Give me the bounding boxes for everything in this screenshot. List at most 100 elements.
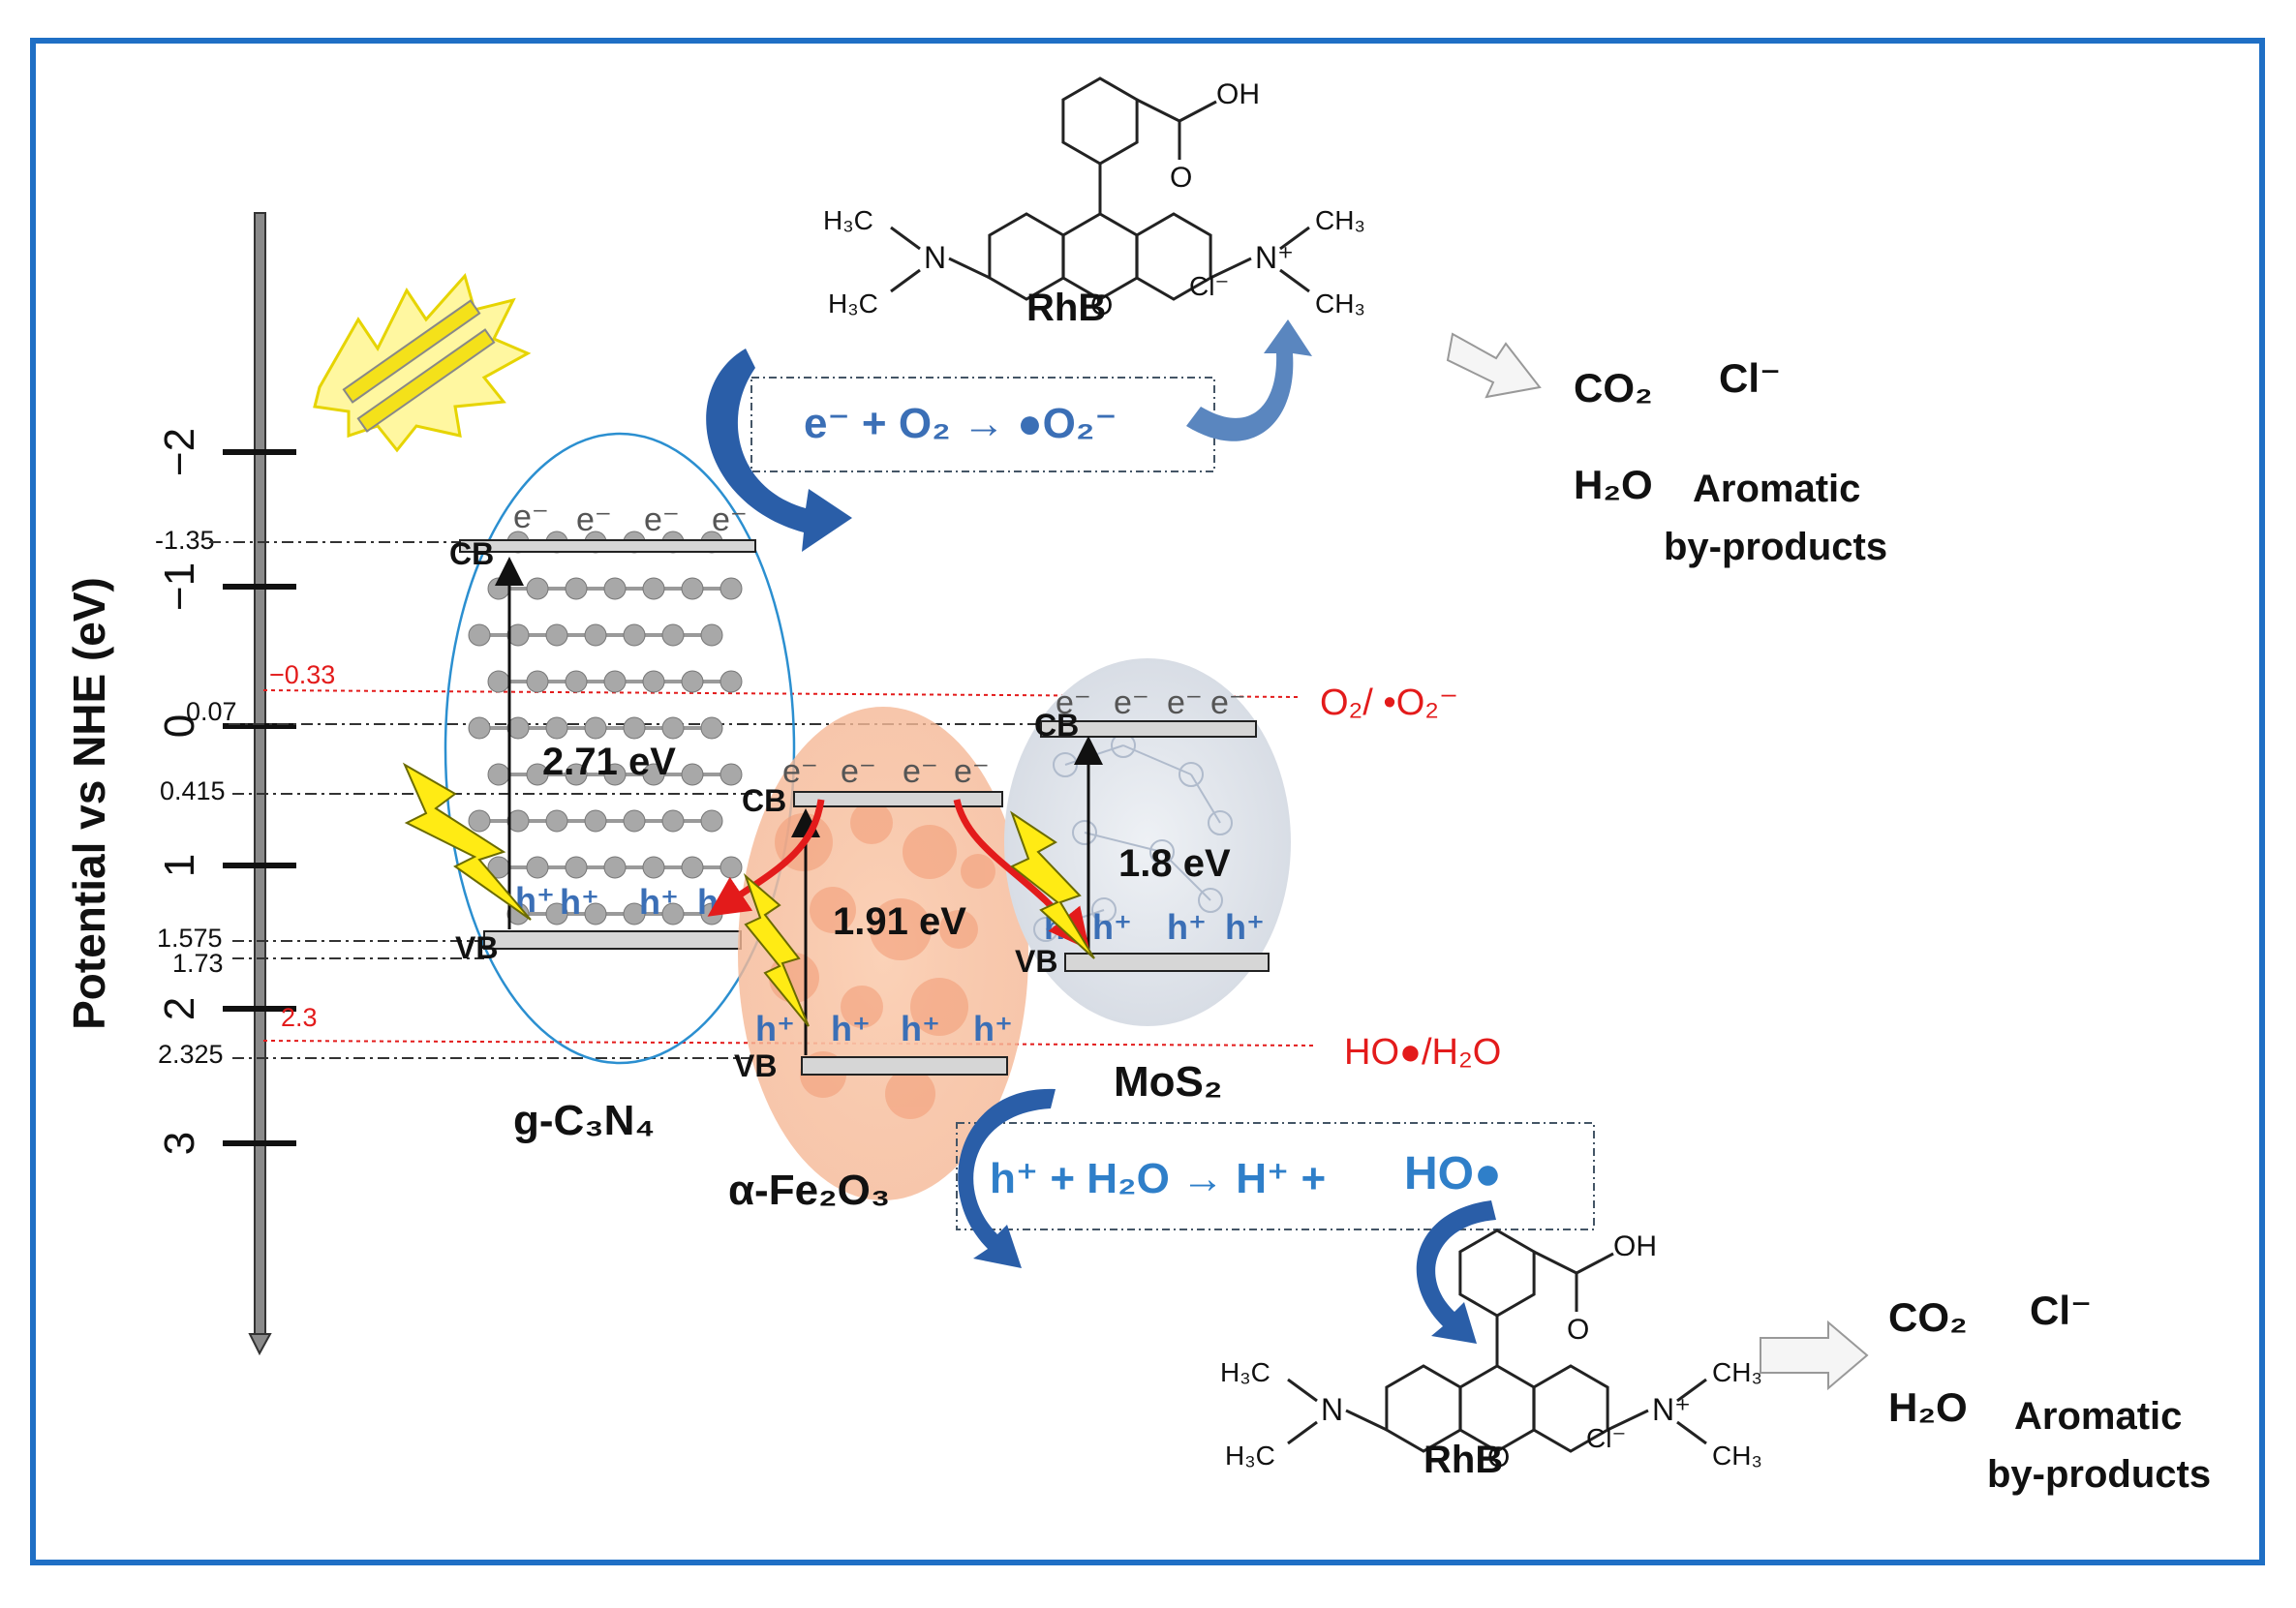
svg-text:e⁻: e⁻: [576, 501, 612, 538]
lightning-icon: [402, 762, 532, 921]
tick-label-0: 0: [156, 714, 203, 738]
redox-o2-label: O₂/ •O₂⁻: [1320, 683, 1458, 723]
svg-text:e⁻: e⁻: [1167, 684, 1203, 721]
svg-text:h⁺: h⁺: [639, 882, 679, 922]
molecule-h3c-label: H₃C: [828, 288, 878, 319]
lattice-atom: [661, 716, 685, 740]
outer-frame: [30, 38, 2265, 1565]
axis-title: Potential vs NHE (eV): [64, 577, 114, 1030]
mos2-name-label: MoS₂: [1114, 1058, 1222, 1106]
lattice-atom: [642, 856, 665, 879]
mos2-vb-bar: [1064, 953, 1270, 972]
value-0-07: 0.07: [186, 697, 237, 726]
gcn-electrons: e⁻ e⁻ e⁻ e⁻: [513, 499, 748, 538]
lattice-atom: [623, 623, 646, 647]
lattice-atom: [603, 577, 627, 600]
mos2-cb-label: CB: [1034, 708, 1079, 743]
lattice-atom: [681, 763, 704, 786]
lattice-atom: [526, 763, 549, 786]
svg-text:h⁺: h⁺: [1225, 907, 1265, 947]
fe2o3-holes: h⁺ h⁺ h⁺ h⁺: [755, 1009, 1013, 1048]
lattice-atom: [545, 902, 568, 925]
lattice-atom: [642, 670, 665, 693]
svg-text:e⁻: e⁻: [1210, 684, 1246, 721]
lattice-atom: [468, 809, 491, 833]
svg-text:h⁺: h⁺: [1092, 907, 1132, 947]
lattice-atom: [506, 623, 530, 647]
fe2o3-vb-bar: [801, 1056, 1008, 1076]
lattice-atom: [565, 763, 588, 786]
svg-text:h⁺: h⁺: [1167, 907, 1207, 947]
lattice-atom: [565, 577, 588, 600]
svg-text:e⁻: e⁻: [644, 501, 680, 538]
molecule-name-label: RhB: [1026, 287, 1106, 329]
molecule-h3c-label: H₃C: [1225, 1441, 1275, 1471]
svg-text:h⁺: h⁺: [901, 1009, 940, 1048]
gcn-ellipse: [444, 432, 796, 1065]
axis-minor-labels: -1.35 0.07 0.415 1.575 1.73 2.325 −0.33 …: [155, 526, 335, 1069]
arrow-hydroxyl-to-rhb: [1416, 1200, 1496, 1344]
axis-arrow-icon: [248, 1333, 272, 1356]
svg-text:e⁻: e⁻: [782, 753, 818, 790]
tick-label-minus1: −1: [156, 562, 203, 611]
svg-text:e⁻: e⁻: [712, 501, 748, 538]
fe2o3-cb-bar: [793, 791, 1003, 807]
axis-major-ticks: [223, 449, 296, 1146]
value-minus-0-33: −0.33: [269, 660, 335, 689]
lattice-atom: [623, 902, 646, 925]
molecule-name-label: RhB: [1424, 1439, 1503, 1481]
fe2o3-to-gcn-arrow: [707, 799, 825, 917]
lattice-atom: [526, 670, 549, 693]
gcn-gap-label: 2.71 eV: [542, 741, 676, 783]
value-2-325: 2.325: [158, 1040, 224, 1069]
svg-text:h⁺: h⁺: [560, 882, 599, 922]
value-1-575: 1.575: [157, 924, 223, 953]
lattice-atom: [545, 716, 568, 740]
tick-label-minus2: −2: [156, 428, 203, 476]
svg-text:e⁻: e⁻: [954, 753, 990, 790]
molecule-n-label: N: [1321, 1392, 1343, 1427]
lattice-atom: [584, 809, 607, 833]
lattice-atom: [700, 809, 723, 833]
lattice-atom: [700, 623, 723, 647]
mos2-cb-bar: [1040, 720, 1257, 738]
value-0-415: 0.415: [160, 776, 226, 805]
molecule-ch3-label: CH₃: [1315, 288, 1365, 319]
axis-bar: [254, 212, 266, 1337]
fe2o3-vb-label: VB: [734, 1048, 777, 1083]
gcn-cb-bar: [459, 539, 756, 553]
svg-text:e⁻: e⁻: [841, 753, 876, 790]
lattice-atom: [642, 577, 665, 600]
lattice-atom: [545, 809, 568, 833]
svg-text:h⁺: h⁺: [755, 1009, 795, 1048]
molecule-n-label: N: [924, 240, 946, 275]
lattice-atom: [506, 809, 530, 833]
lightning-icons: [402, 762, 1095, 1027]
lattice-atom: [487, 763, 510, 786]
lattice-atom: [584, 902, 607, 925]
gcn-vb-label: VB: [455, 930, 498, 965]
arrow-to-hydroxyl: [958, 1088, 1056, 1268]
lattice-atom: [506, 902, 530, 925]
svg-text:e⁻: e⁻: [903, 753, 938, 790]
fe2o3-cb-label: CB: [742, 783, 786, 818]
gcn-name-label: g-C₃N₄: [513, 1097, 655, 1144]
molecule-h3c-label: H₃C: [1220, 1357, 1270, 1387]
product-cl: Cl⁻: [2030, 1288, 2092, 1333]
molecule-ring-o-label: O: [1487, 1441, 1510, 1473]
lattice-atom: [468, 623, 491, 647]
lattice-atom: [719, 670, 743, 693]
svg-text:e⁻: e⁻: [513, 499, 549, 535]
lattice-atom: [719, 763, 743, 786]
lattice-atom: [603, 670, 627, 693]
axis-major-labels: −2 −1 0 1 2 3: [156, 428, 203, 1155]
fe2o3-particles: [769, 802, 995, 1119]
lattice-atom: [661, 809, 685, 833]
lattice-atom: [487, 577, 510, 600]
lattice-atom: [565, 670, 588, 693]
mos2-electrons: e⁻ e⁻ e⁻ e⁻: [1056, 684, 1246, 721]
mos2-lattice: [1033, 733, 1233, 942]
lattice-atom: [681, 577, 704, 600]
lattice-atom: [603, 763, 627, 786]
